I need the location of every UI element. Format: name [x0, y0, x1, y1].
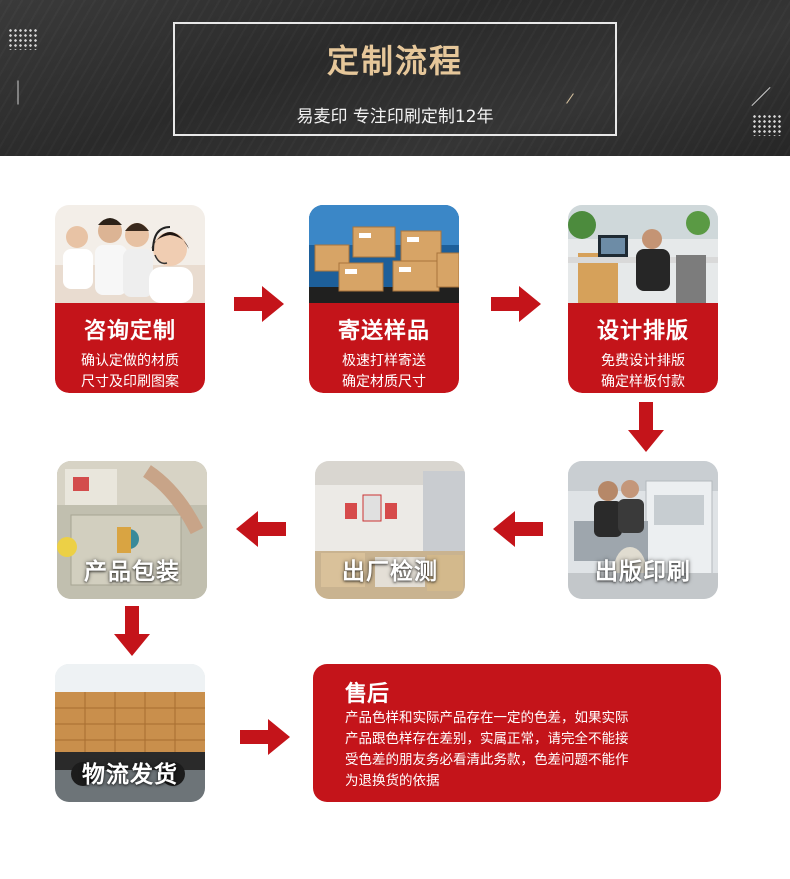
arrow-down-icon — [114, 606, 150, 656]
after-sales-panel: 售后 产品色样和实际产品存在一定的色差，如果实际 产品跟色样存在差别，实属正常，… — [313, 664, 721, 802]
step-card-sample: 寄送样品 极速打样寄送 确定材质尺寸 — [309, 205, 459, 393]
step-desc: 确认定做的材质 尺寸及印刷图案 — [55, 351, 205, 393]
step-title: 寄送样品 — [337, 319, 430, 344]
decor-line-left — [17, 80, 19, 105]
step-panel-consult: 咨询定制 确认定做的材质 尺寸及印刷图案 — [55, 303, 205, 393]
step-title: 设计排版 — [596, 319, 689, 344]
after-sales-line: 受色差的朋友务必看清此务款，色差问题不能作 — [345, 752, 629, 768]
customer-service-photo — [55, 205, 205, 303]
step-card-design: 设计排版 免费设计排版 确定样板付款 — [568, 205, 718, 393]
step-title: 咨询定制 — [83, 319, 176, 344]
arrow-down-icon — [628, 402, 664, 452]
step-desc-line: 免费设计排版 — [601, 353, 685, 369]
step-desc-line: 尺寸及印刷图案 — [81, 374, 179, 390]
printing-machine-photo — [568, 461, 718, 599]
arrow-right-icon — [234, 286, 284, 322]
header-banner: 定制流程 易麦印 专注印刷定制12年 — [0, 0, 790, 156]
title-frame: 定制流程 易麦印 专注印刷定制12年 — [173, 22, 617, 136]
office-designer-photo — [568, 205, 718, 303]
page-subtitle: 易麦印 专注印刷定制12年 — [296, 107, 494, 127]
step-desc: 免费设计排版 确定样板付款 — [568, 351, 718, 393]
factory-inspection-photo — [315, 461, 465, 599]
cardboard-boxes-photo — [309, 205, 459, 303]
step-title: 出版印刷 — [595, 559, 691, 585]
step-title: 物流发货 — [82, 762, 178, 788]
step-desc: 极速打样寄送 确定材质尺寸 — [309, 351, 459, 393]
step-card-consult: 咨询定制 确认定做的材质 尺寸及印刷图案 — [55, 205, 205, 393]
product-packing-photo — [57, 461, 207, 599]
step-desc-line: 确定样板付款 — [601, 374, 685, 390]
arrow-right-icon — [491, 286, 541, 322]
header-texture — [0, 0, 790, 156]
page-title: 定制流程 — [326, 42, 463, 80]
after-sales-line: 产品色样和实际产品存在一定的色差，如果实际 — [345, 710, 629, 726]
step-card-printing: 出版印刷 — [568, 461, 718, 599]
arrow-left-icon — [236, 511, 286, 547]
delivery-truck-photo — [55, 664, 205, 802]
after-sales-title: 售后 — [345, 682, 390, 707]
arrow-right-icon — [240, 719, 290, 755]
after-sales-text: 产品色样和实际产品存在一定的色差，如果实际 产品跟色样存在差别，实属正常，请完全… — [345, 708, 695, 792]
step-card-packing: 产品包装 — [57, 461, 207, 599]
decor-dots-right — [752, 114, 782, 136]
step-title: 出厂检测 — [342, 559, 438, 585]
decor-dots-left — [8, 28, 38, 50]
step-desc-line: 确定材质尺寸 — [342, 374, 426, 390]
step-card-delivery: 物流发货 — [55, 664, 205, 802]
after-sales-line: 为退换货的依据 — [345, 773, 440, 789]
step-desc-line: 确认定做的材质 — [81, 353, 179, 369]
step-panel-sample: 寄送样品 极速打样寄送 确定材质尺寸 — [309, 303, 459, 393]
after-sales-line: 产品跟色样存在差别，实属正常，请完全不能接 — [345, 731, 629, 747]
step-desc-line: 极速打样寄送 — [342, 353, 426, 369]
arrow-left-icon — [493, 511, 543, 547]
step-panel-design: 设计排版 免费设计排版 确定样板付款 — [568, 303, 718, 393]
step-title: 产品包装 — [84, 559, 180, 585]
step-card-inspection: 出厂检测 — [315, 461, 465, 599]
